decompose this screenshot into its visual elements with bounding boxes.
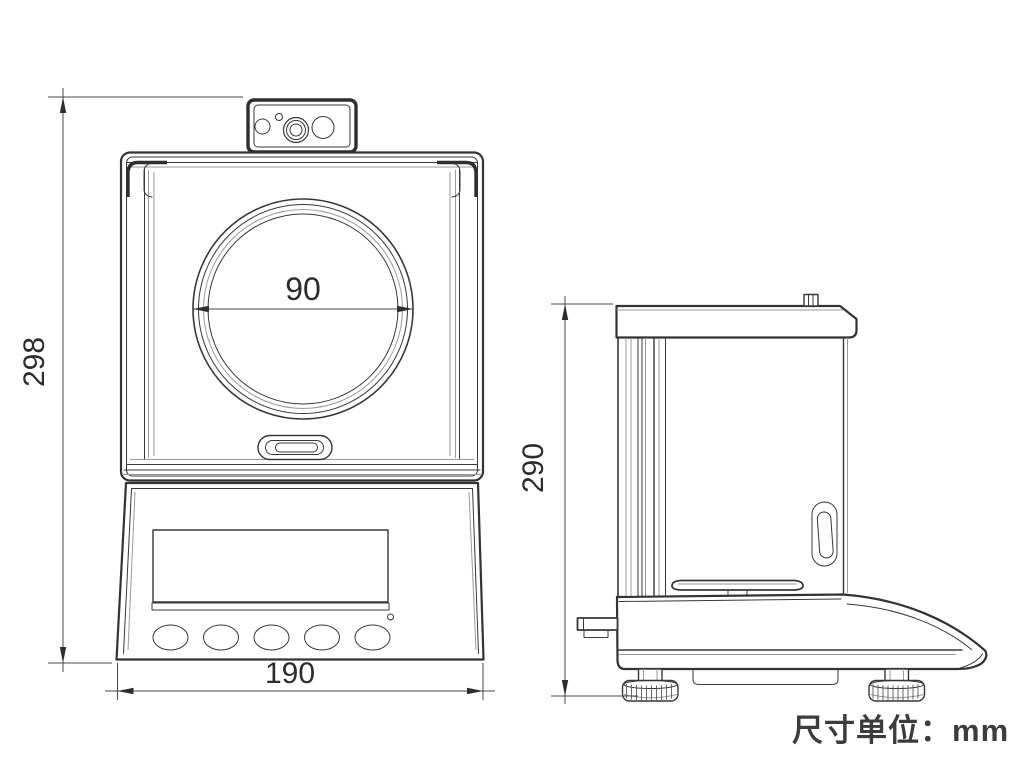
arrowhead-up-icon (59, 97, 67, 113)
dimension-front-height: 298 (18, 88, 243, 672)
calibration-knob (803, 293, 819, 307)
front-height-value: 298 (18, 337, 51, 387)
door-handle (257, 434, 333, 461)
top-housing (615, 293, 858, 339)
arrowhead-up-icon (561, 304, 569, 320)
aux-lens-icon (311, 116, 335, 139)
knurl-ticks (872, 684, 919, 701)
nose-tip-detail (959, 653, 983, 669)
display-screen (152, 529, 389, 603)
lens-icon (282, 116, 310, 144)
display-ledge (151, 602, 390, 611)
base-side-outline (615, 593, 988, 671)
leveling-foot-right (868, 668, 926, 702)
dimension-pan-diameter: 90 (193, 271, 413, 313)
arrowhead-right-icon (397, 305, 413, 313)
front-width-value: 190 (265, 657, 315, 690)
dimension-side-height: 290 (517, 296, 638, 704)
button-oval (203, 624, 239, 651)
dimension-front-width: 190 (105, 657, 495, 700)
side-glass-wall (842, 337, 848, 594)
arrowhead-right-icon (467, 687, 483, 695)
button-row (152, 624, 391, 651)
camera-module-body (246, 98, 358, 154)
rear-connector (576, 617, 619, 638)
corner-bracket-right (437, 160, 478, 198)
led-dot-icon (275, 113, 283, 121)
camera-module (246, 98, 358, 154)
side-height-value: 290 (517, 443, 550, 493)
indicator-dot-icon (387, 613, 394, 621)
corner-bracket-left (126, 160, 167, 198)
base-recess (692, 668, 839, 685)
chamber-inner-frame (126, 156, 478, 477)
draft-shield-chamber (119, 151, 485, 482)
base-side (576, 593, 988, 685)
weighing-pan-side (671, 579, 804, 598)
chamber-outline (119, 151, 485, 482)
knurl-ticks (626, 684, 672, 701)
pan-diameter-value: 90 (285, 271, 321, 307)
button-oval (354, 624, 391, 651)
top-housing-outline (615, 304, 858, 339)
arrowhead-left-icon (117, 687, 134, 695)
side-view: 290 (517, 293, 988, 704)
camera-module-inner (253, 104, 351, 148)
side-door-handle (811, 501, 838, 567)
front-view: 90 (18, 88, 495, 700)
button-oval (152, 624, 189, 651)
arrowhead-left-icon (193, 305, 209, 313)
button-oval (304, 624, 340, 651)
base-front (115, 481, 485, 661)
arrowhead-down-icon (59, 647, 67, 663)
rear-column (617, 337, 666, 597)
arrowhead-down-icon (561, 680, 569, 696)
sensor-circle-icon (254, 118, 271, 135)
button-oval (253, 624, 290, 651)
unit-note: 尺寸单位：mm (792, 713, 1009, 748)
